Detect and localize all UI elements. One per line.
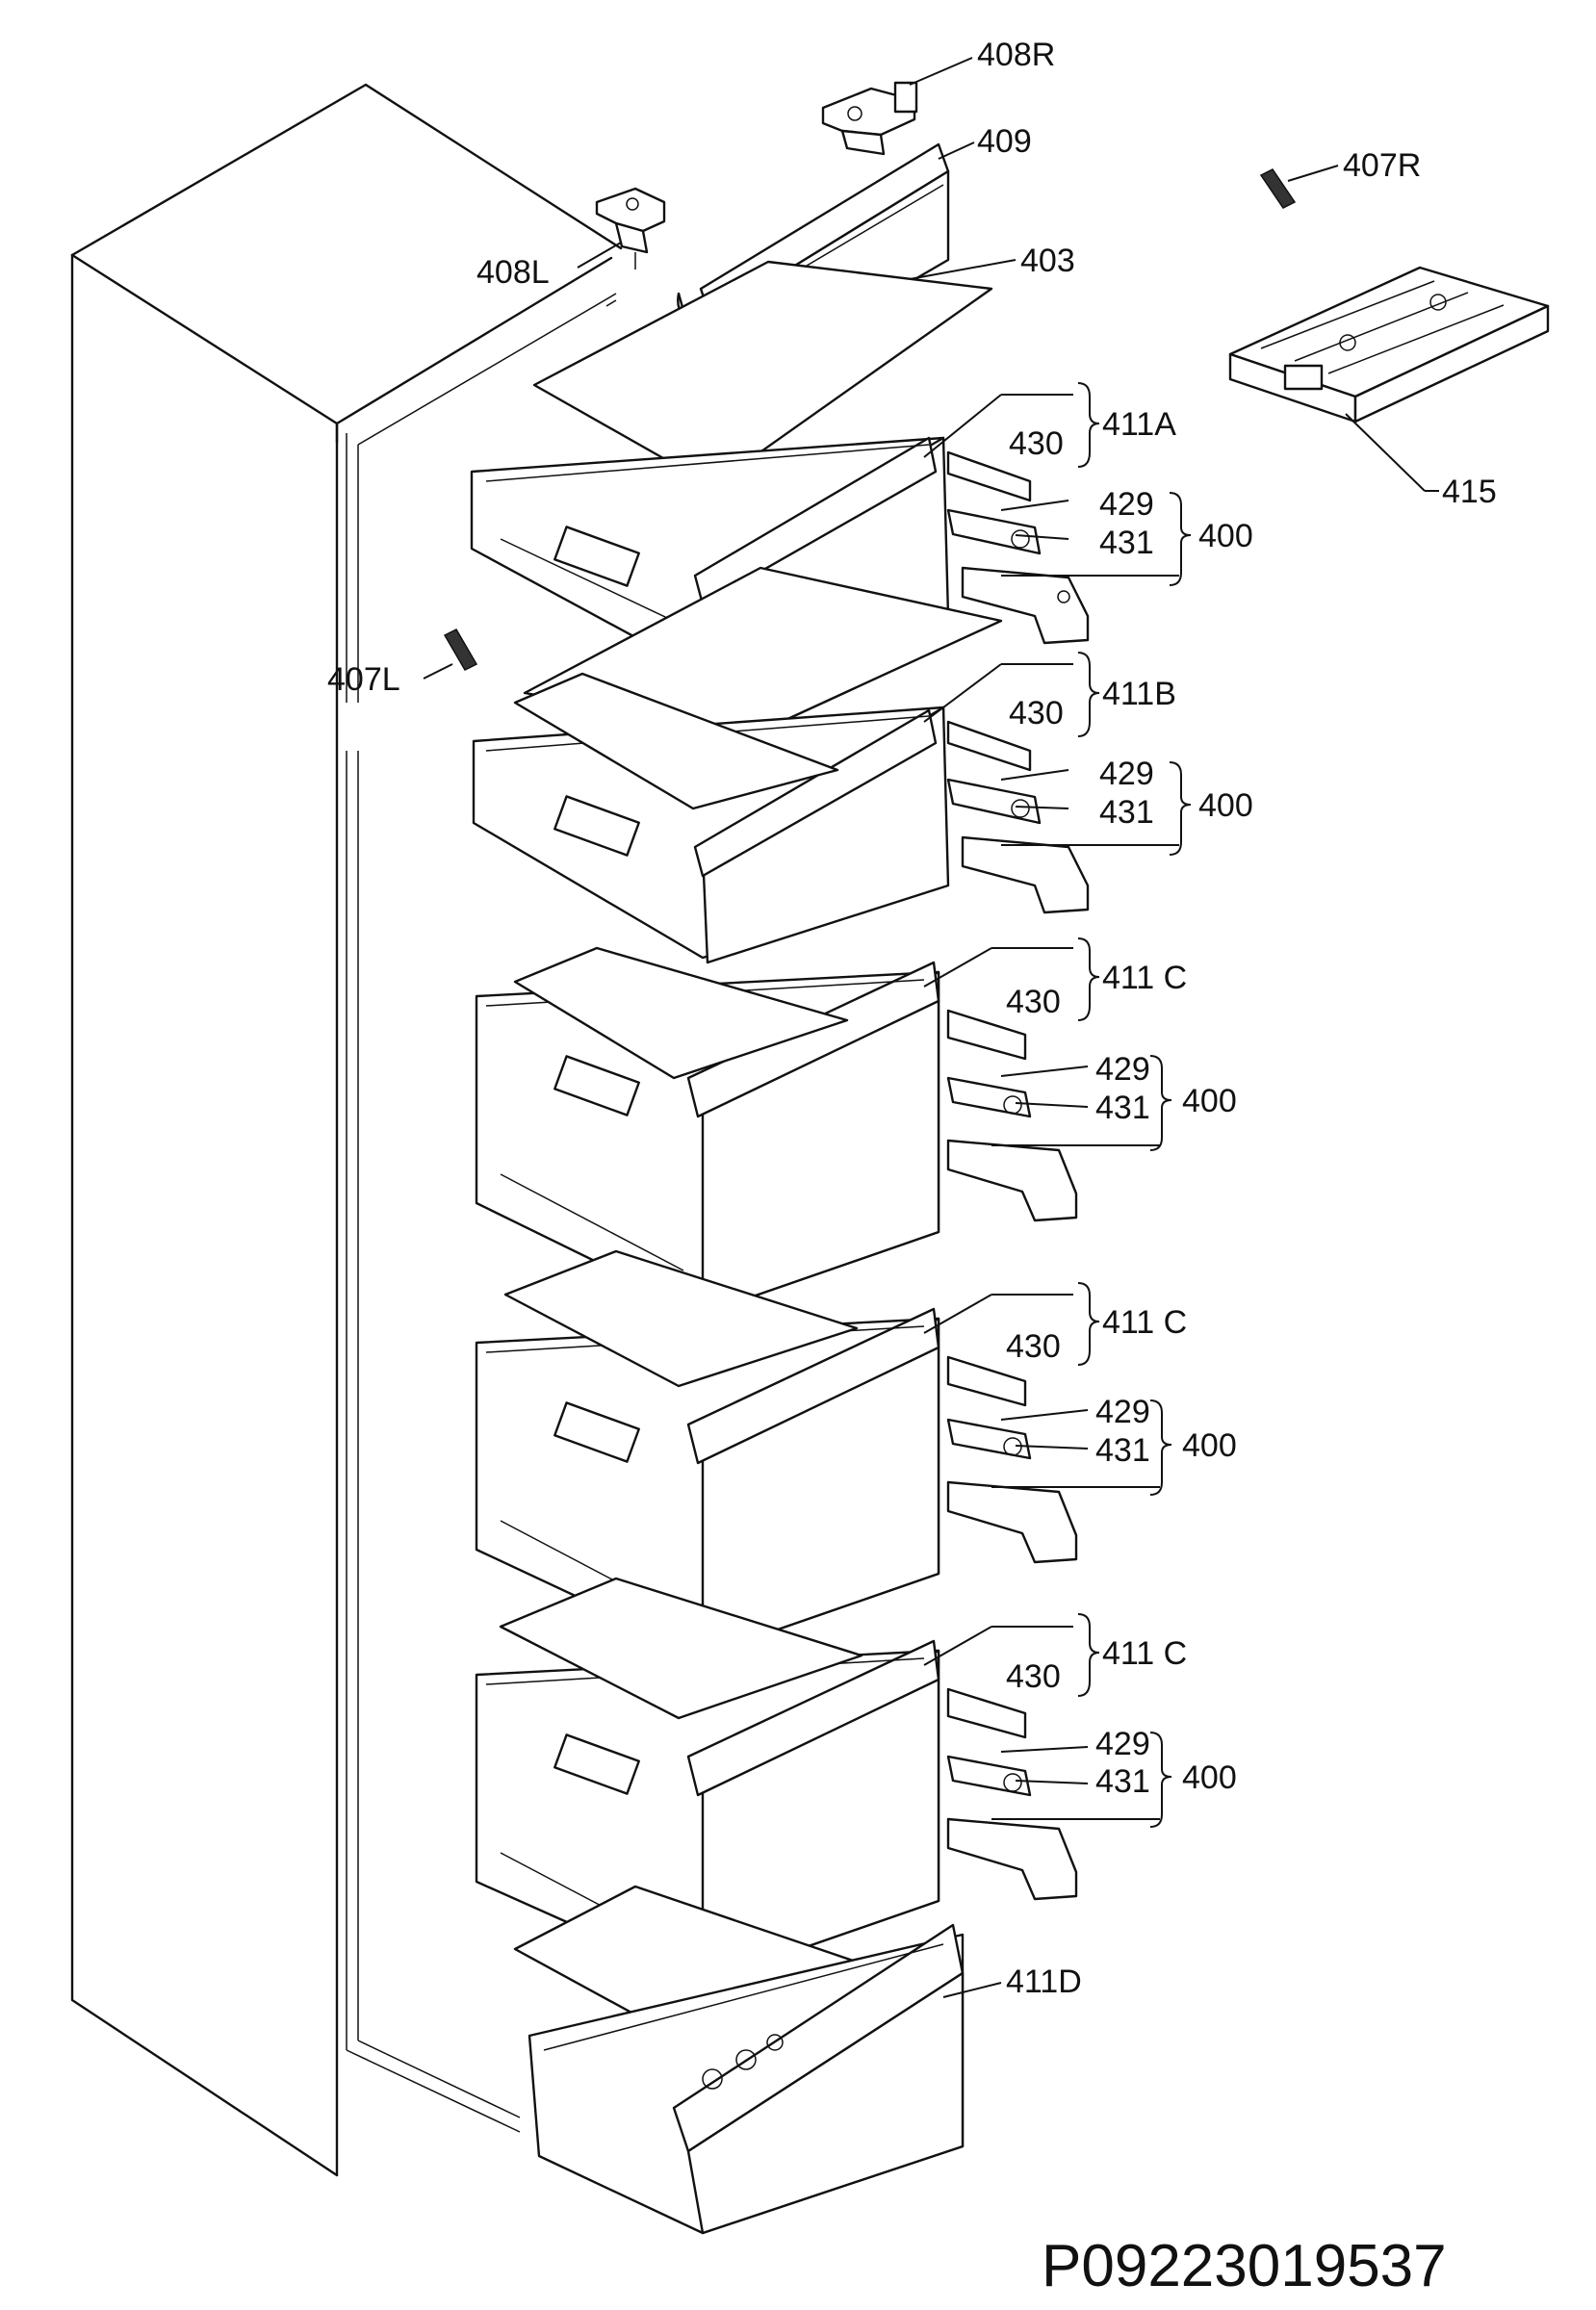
label-group-5: 400 (1182, 1759, 1237, 1796)
label-part-b-2: 431 (1099, 794, 1154, 831)
label-drawer-1: 411A (1102, 406, 1176, 443)
document-code: P09223019537 (1042, 2233, 1447, 2299)
label-slide-3: 430 (1006, 984, 1061, 1020)
label-403: 403 (1020, 243, 1075, 279)
drawer-411D (528, 1923, 965, 2235)
label-part-a-2: 429 (1099, 756, 1154, 792)
label-415: 415 (1442, 474, 1497, 510)
leader-lines (423, 57, 1439, 1998)
label-group-4: 400 (1182, 1427, 1237, 1464)
label-part-b-1: 431 (1099, 525, 1154, 561)
clip-407L (443, 629, 478, 671)
label-407R: 407R (1343, 147, 1421, 184)
label-part-b-5: 431 (1095, 1763, 1150, 1800)
label-slide-1: 430 (1009, 425, 1064, 462)
label-407L: 407L (327, 661, 400, 698)
label-slide-4: 430 (1006, 1328, 1061, 1365)
label-slide-2: 430 (1009, 695, 1064, 732)
label-drawer-2: 411B (1102, 676, 1176, 712)
clip-407R (1259, 168, 1297, 209)
label-part-a-1: 429 (1099, 486, 1154, 523)
label-409: 409 (977, 123, 1032, 160)
drawer-411C-3 (475, 1577, 1078, 1985)
label-part-a-3: 429 (1095, 1051, 1150, 1088)
label-drawer-5: 411 C (1102, 1635, 1187, 1672)
hinge-bracket-right (821, 81, 918, 156)
label-part-b-3: 431 (1095, 1090, 1150, 1126)
drawer-411C-2 (475, 1249, 1078, 1657)
hinge-bracket-left (595, 187, 666, 270)
braces (1077, 382, 1192, 1828)
label-drawer-4: 411 C (1102, 1304, 1187, 1341)
label-408R: 408R (977, 37, 1055, 73)
label-group-2: 400 (1198, 787, 1253, 824)
part-labels: 408R 409 407R 408L 403 415 407L 411A 430… (327, 37, 1497, 2000)
glass-shelf-403 (532, 260, 993, 488)
air-filter-415 (1228, 266, 1550, 424)
label-part-b-4: 431 (1095, 1432, 1150, 1469)
label-group-1: 400 (1198, 518, 1253, 554)
label-group-3: 400 (1182, 1083, 1237, 1119)
label-drawer-3: 411 C (1102, 960, 1187, 996)
label-part-a-4: 429 (1095, 1394, 1150, 1430)
cabinet-body (70, 83, 623, 2177)
drawer-411C-1 (475, 946, 1078, 1316)
label-408L: 408L (476, 254, 550, 291)
label-slide-5: 430 (1006, 1658, 1061, 1695)
label-part-a-5: 429 (1095, 1726, 1150, 1762)
drawer-411B (472, 672, 1090, 964)
drawer-411A (470, 436, 1090, 733)
label-411D: 411D (1006, 1964, 1082, 2000)
